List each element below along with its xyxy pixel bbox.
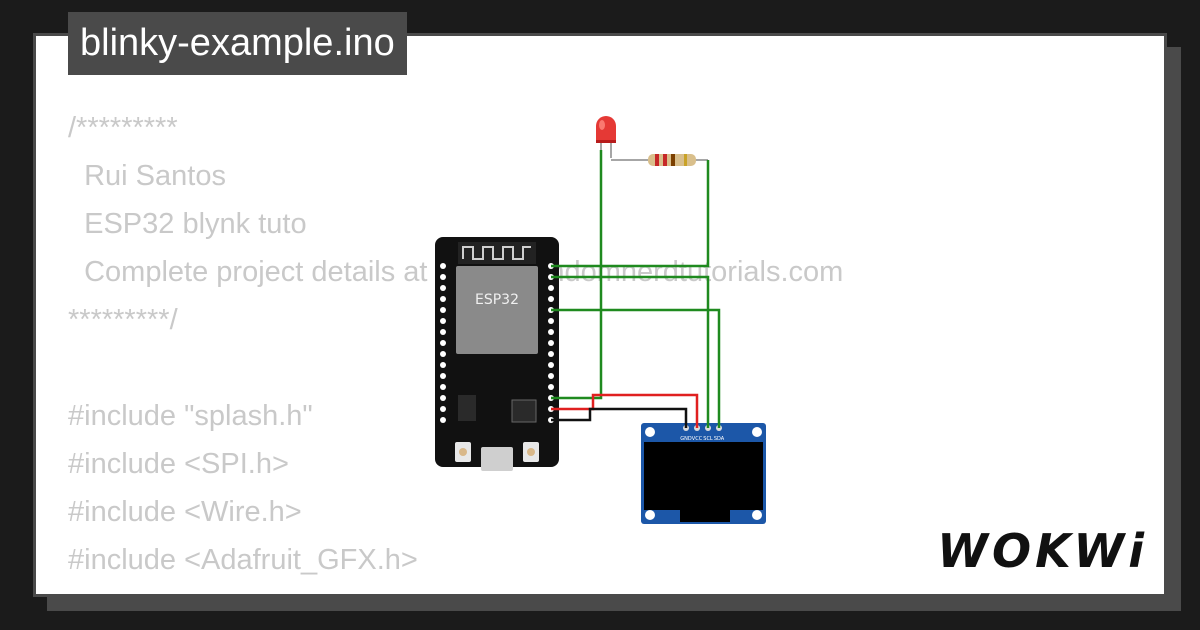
code-line: /********* [68, 112, 178, 144]
code-line: *********/ [68, 304, 178, 336]
led-icon[interactable] [596, 116, 616, 158]
wire-gnd [551, 407, 688, 428]
file-title-tab: blinky-example.ino [68, 12, 407, 75]
oled-pin-gnd: GND [680, 436, 692, 442]
wire-vcc [551, 393, 699, 428]
wire-scl [551, 275, 710, 428]
code-line: Rui Santos [68, 160, 226, 192]
code-line: #include "Adafruit_SSD1306.h" [68, 584, 843, 594]
wire-resistor-gpio [551, 160, 710, 268]
code-line: #include <Adafruit_GFX.h> [68, 544, 418, 576]
code-line: #include <Wire.h> [68, 496, 302, 528]
oled-pin-sda: SDA [714, 436, 725, 442]
oled-pin-scl: SCL [703, 436, 713, 442]
wokwi-logo: WOKWi [937, 524, 1148, 578]
oled-pin-vcc: VCC [692, 436, 703, 442]
wire-sda [551, 308, 721, 428]
code-line: ESP32 blynk tuto [68, 208, 307, 240]
code-line: #include "splash.h" [68, 400, 313, 432]
wires [551, 150, 721, 428]
esp32-label: ESP32 [475, 292, 519, 308]
code-line: #include <SPI.h> [68, 448, 289, 480]
resistor-icon[interactable] [611, 154, 708, 166]
esp32-board-icon[interactable]: ESP32 [435, 237, 559, 471]
oled-display-icon[interactable]: GND VCC SCL SDA [641, 423, 766, 524]
wire-led-gnd [551, 150, 603, 400]
